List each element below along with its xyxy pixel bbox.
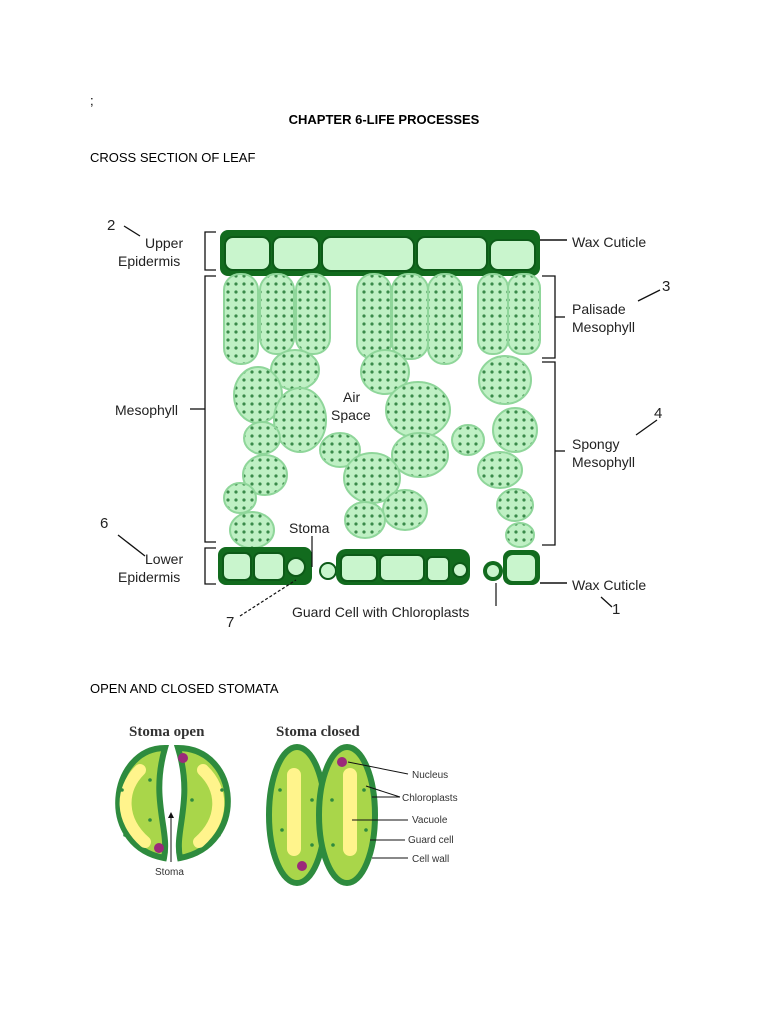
palisade-label-1: Palisade [572,301,626,317]
spongy-label-2: Mesophyll [572,454,635,470]
page-title: CHAPTER 6-LIFE PROCESSES [288,112,480,127]
open-stoma-label: Stoma [155,867,184,878]
label-number-6: 6 [100,515,108,532]
left-brackets [117,225,216,585]
wax-cuticle-top-label: Wax Cuticle [572,234,646,250]
air-space-label-1: Air [343,389,360,405]
upper-epidermis-label-1: Upper [145,235,183,251]
palisade-mesophyll-cells [223,273,541,365]
closed-stoma-leaders [347,761,409,859]
closed-stoma-guard-cells [266,744,378,886]
lower-epidermis-label-1: Lower [145,551,183,567]
guard-cell-label: Guard Cell with Chloroplasts [292,604,469,620]
bottom-leaders [239,536,497,617]
label-number-4: 4 [654,405,662,422]
wax-cuticle-bottom-label: Wax Cuticle [572,577,646,593]
label-number-2: 2 [107,217,115,234]
leaf-cross-section-diagram: 2 Upper Epidermis Mesophyll 6 Lower Epid… [100,217,670,631]
spongy-mesophyll-cells [223,349,538,549]
stray-semicolon: ; [90,93,94,108]
stoma-open-title: Stoma open [129,724,205,740]
lower-epidermis-label-2: Epidermis [118,569,180,585]
right-brackets [542,275,661,608]
air-space-label-2: Space [331,407,371,423]
spongy-label-1: Spongy [572,436,619,452]
stoma-closed-title: Stoma closed [276,724,360,740]
cell-wall-label: Cell wall [412,854,449,865]
chloroplasts-label: Chloroplasts [402,793,458,804]
mesophyll-label: Mesophyll [115,402,178,418]
label-number-3: 3 [662,278,670,295]
lower-epidermis [218,547,540,585]
label-number-7: 7 [226,614,234,631]
upper-epidermis-label-2: Epidermis [118,253,180,269]
guard-cell-label-small: Guard cell [408,835,454,846]
leaf-section-heading: CROSS SECTION OF LEAF [90,150,256,165]
upper-epidermis [220,230,540,276]
label-number-1: 1 [612,601,620,618]
open-stoma-guard-cells [115,744,231,862]
nucleus-label: Nucleus [412,770,448,781]
stomata-section-heading: OPEN AND CLOSED STOMATA [90,681,279,696]
stoma-label: Stoma [289,520,330,536]
vacuole-label: Vacuole [412,815,448,826]
palisade-label-2: Mesophyll [572,319,635,335]
